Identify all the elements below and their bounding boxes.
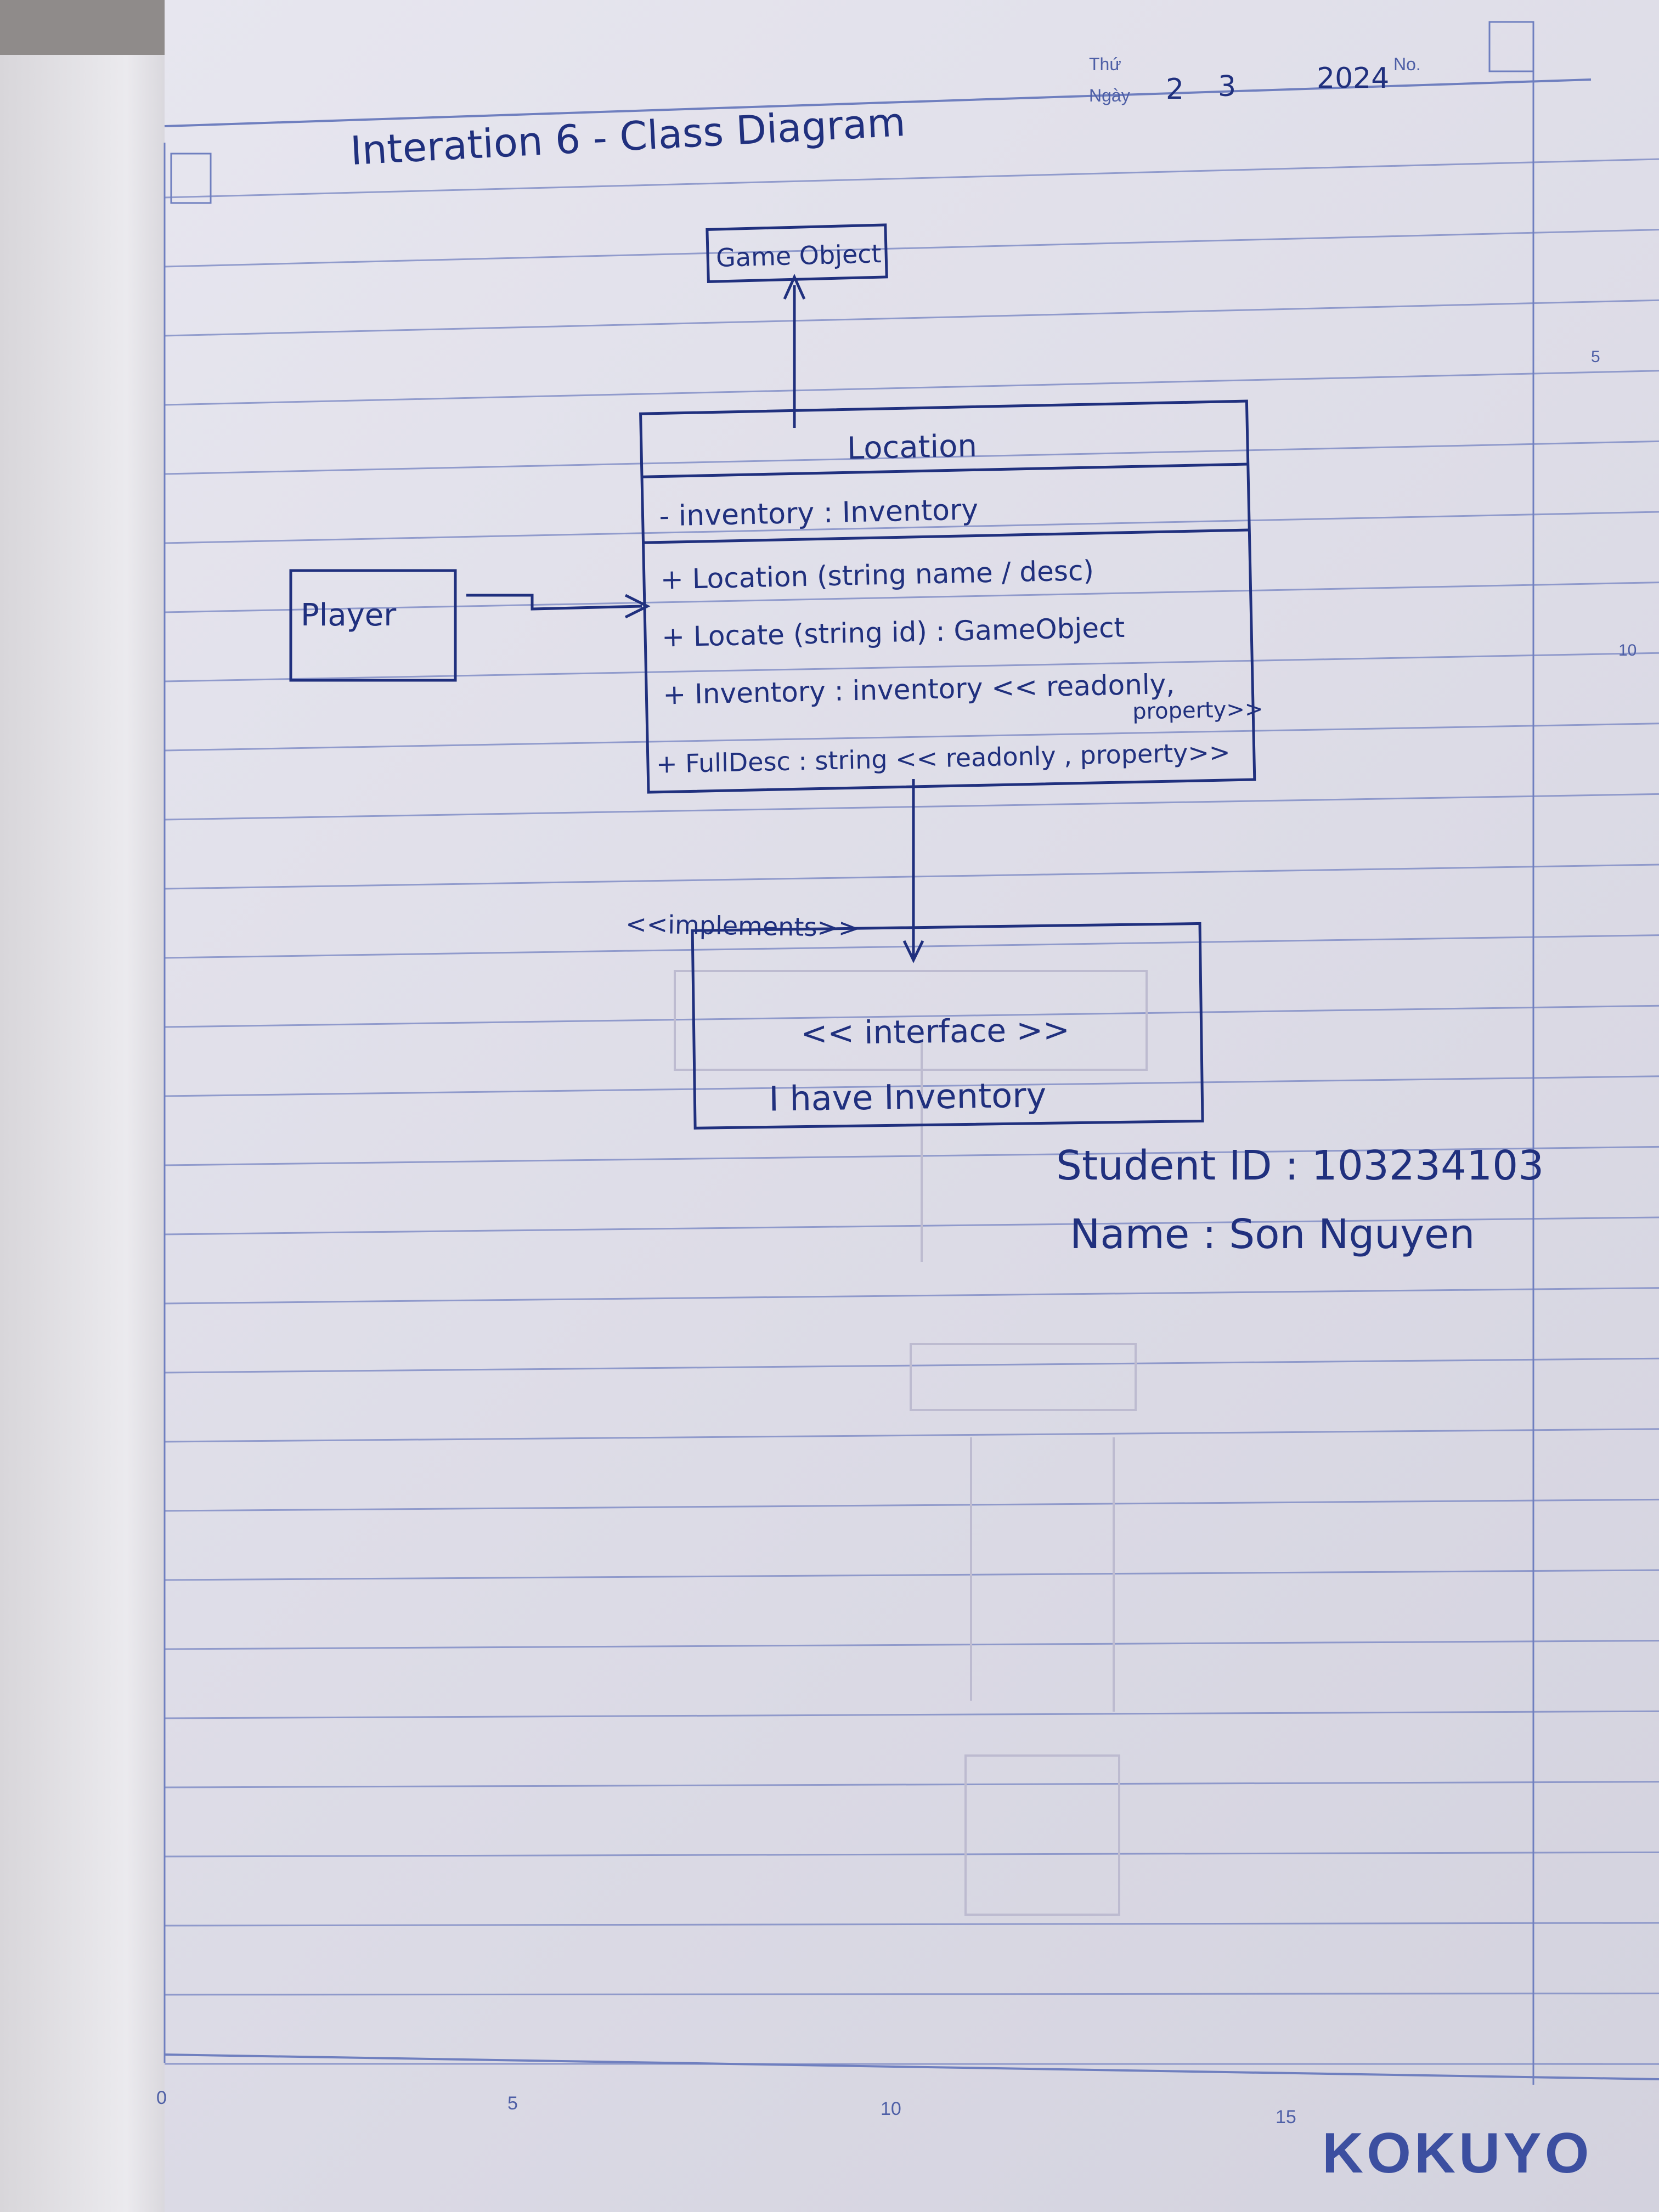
date-label: Ngày xyxy=(1089,86,1130,105)
brand-logo: KOKUYO xyxy=(1322,2121,1592,2185)
location-property-fulldesc: + FullDesc : string << readonly , proper… xyxy=(656,737,1231,779)
ruled-line xyxy=(164,652,1659,682)
ruled-line xyxy=(164,582,1659,613)
player-name: Player xyxy=(301,597,397,633)
header-box-left xyxy=(170,153,212,204)
ruled-line xyxy=(164,1216,1659,1235)
ruler-tick-5: 5 xyxy=(507,2093,518,2114)
bottom-ruler: 0 5 10 15 xyxy=(156,2087,1296,2128)
ruled-line xyxy=(164,1287,1659,1305)
ruled-line xyxy=(164,1781,1659,1788)
ruled-line xyxy=(164,1428,1659,1443)
ruled-line xyxy=(164,1993,1659,1996)
notebook-page xyxy=(165,0,1659,2212)
ruled-lines xyxy=(164,158,1659,2065)
date-month: 3 xyxy=(1218,70,1236,103)
student-name: Name : Son Nguyen xyxy=(1070,1211,1475,1258)
ruler-tick-15: 15 xyxy=(1276,2107,1296,2128)
location-method-constructor: + Location (string name / desc) xyxy=(660,555,1094,596)
interface-stereotype: << interface >> xyxy=(800,1011,1070,1052)
header-rule xyxy=(164,78,1592,127)
location-property-inventory: + Inventory : inventory << readonly, xyxy=(663,668,1175,711)
ruled-line xyxy=(164,511,1659,544)
day-label: Thứ xyxy=(1089,54,1121,74)
association-line xyxy=(466,594,642,611)
location-attribute: - inventory : Inventory xyxy=(659,493,979,533)
ruled-line xyxy=(164,793,1659,821)
inheritance-arrowhead xyxy=(783,273,806,300)
association-arrowhead xyxy=(624,594,651,619)
ruled-line xyxy=(164,1710,1659,1719)
implements-arrowhead xyxy=(902,940,924,963)
date-year: 2024 xyxy=(1317,62,1389,95)
ruled-line xyxy=(164,1075,1659,1097)
ruled-line xyxy=(164,1640,1659,1650)
ruler-tick-10: 10 xyxy=(881,2098,901,2119)
date-day: 2 xyxy=(1166,73,1184,106)
player-class: Player xyxy=(289,569,457,682)
ruled-line xyxy=(164,158,1659,199)
ruled-line xyxy=(164,1146,1659,1166)
show-through-marks xyxy=(674,970,1148,1916)
location-method-locate: + Locate (string id) : GameObject xyxy=(662,612,1125,653)
no-label: No. xyxy=(1393,54,1421,74)
ruled-line xyxy=(164,1498,1659,1512)
ruled-line xyxy=(164,440,1659,475)
bottom-rule xyxy=(164,2053,1659,2080)
interface-class: << interface >> I have Inventory xyxy=(691,922,1204,1130)
side-tick-5: 5 xyxy=(1591,348,1600,366)
interface-name: I have Inventory xyxy=(769,1075,1047,1119)
ruled-line xyxy=(164,1569,1659,1581)
ruled-line xyxy=(164,299,1659,337)
notebook-left-page xyxy=(0,55,181,2212)
ruled-line xyxy=(164,370,1659,406)
ruled-line xyxy=(164,1005,1659,1028)
implements-label: <<implements>> xyxy=(625,909,860,943)
side-tick-10: 10 xyxy=(1618,641,1637,659)
ruler-tick-0: 0 xyxy=(156,2087,167,2108)
ruled-line xyxy=(164,1922,1659,1927)
header-box-right xyxy=(1488,21,1534,72)
ruled-line xyxy=(164,934,1659,959)
ruled-line xyxy=(164,723,1659,752)
ruled-line xyxy=(164,229,1659,268)
location-property-inventory-cont: property>> xyxy=(1132,697,1263,725)
ruled-line xyxy=(164,1851,1659,1858)
location-name: Location xyxy=(847,428,977,466)
game-object-class: Game Object xyxy=(706,223,888,283)
student-id: Student ID : 103234103 xyxy=(1056,1142,1544,1189)
ruled-line xyxy=(164,864,1659,890)
game-object-name: Game Object xyxy=(716,239,882,273)
